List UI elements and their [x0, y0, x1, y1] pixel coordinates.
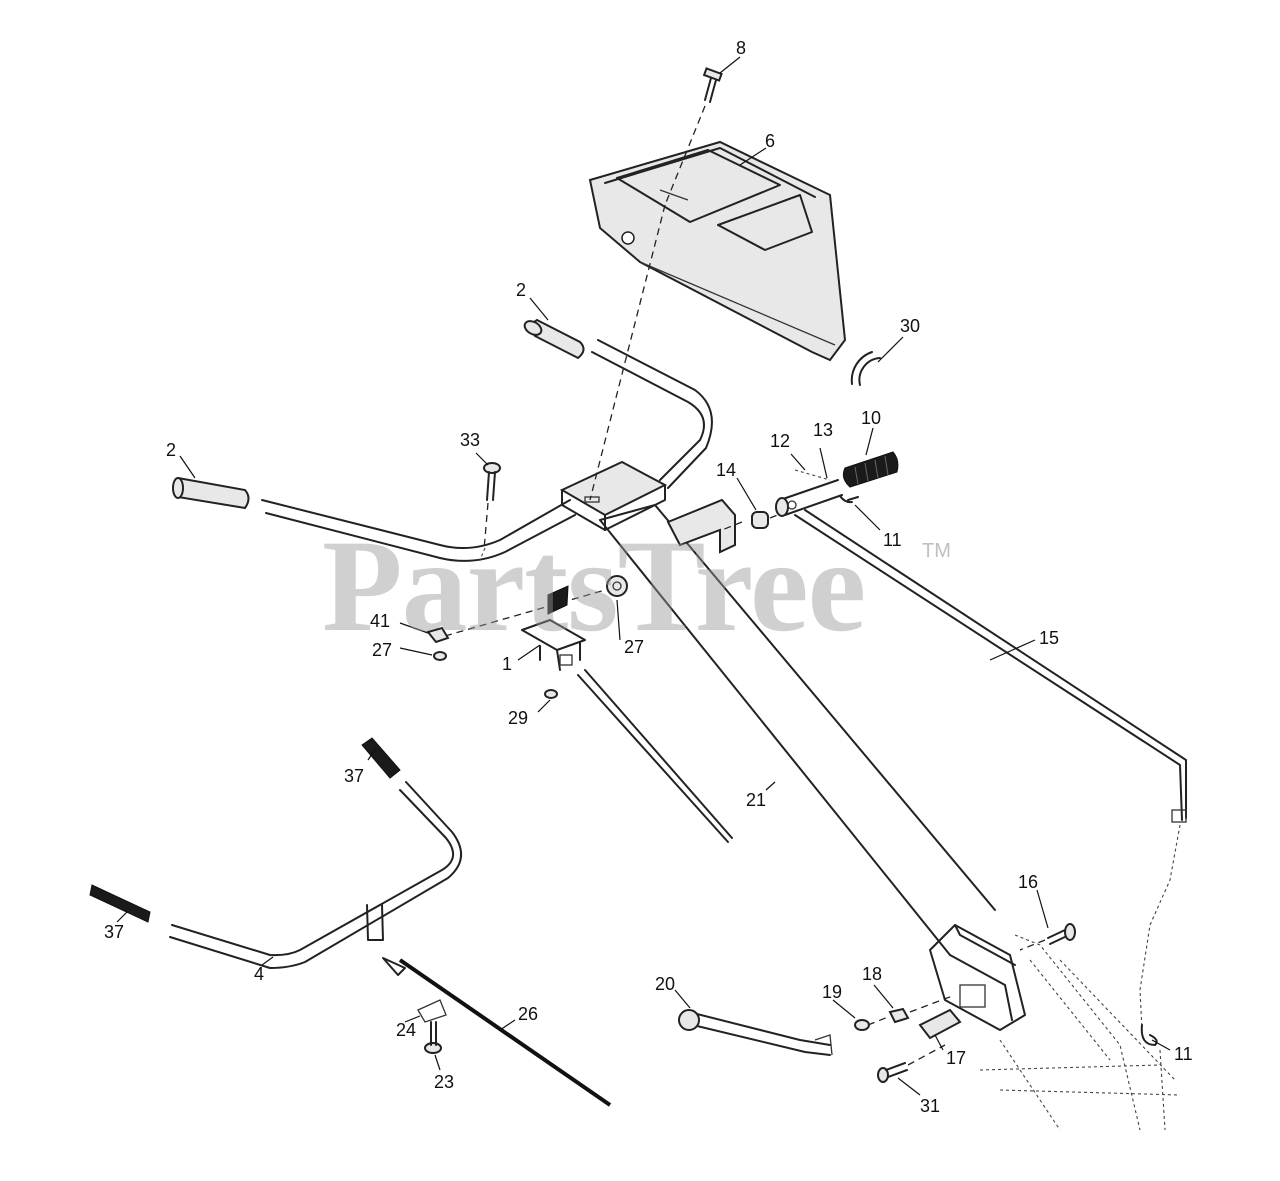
- handle-tube-21: [599, 504, 996, 956]
- callout-31: 31: [920, 1096, 940, 1116]
- cable-26: [398, 958, 612, 1107]
- pin-11-lower: [1140, 1024, 1158, 1046]
- callout-29: 29: [508, 708, 528, 728]
- pin-11-upper: [839, 495, 859, 504]
- grip-2-lower: [172, 476, 250, 510]
- bolt-16: [1047, 923, 1076, 945]
- leader-lines: [116, 56, 1171, 1096]
- callout-26: 26: [518, 1004, 538, 1024]
- nut-27-left: [433, 651, 447, 661]
- callout-24: 24: [396, 1020, 416, 1040]
- mount-bracket: [666, 498, 736, 554]
- grip-37-upper: [361, 737, 401, 779]
- bolt-23: [424, 1021, 442, 1054]
- callout-12: 12: [770, 431, 790, 451]
- pivot-bracket: [929, 924, 1026, 1031]
- bracket-1: [521, 585, 586, 671]
- callout-11: 11: [1174, 1044, 1193, 1064]
- bolt-31: [877, 1062, 908, 1083]
- clip-30: [858, 357, 881, 386]
- grip-10: [842, 451, 899, 488]
- handlebar: [261, 339, 713, 562]
- callout-2: 2: [516, 280, 526, 300]
- callout-11: 11: [883, 530, 902, 550]
- callout-16: 16: [1018, 872, 1038, 892]
- callout-27: 27: [372, 640, 392, 660]
- tiller-frame-ghost: [979, 824, 1181, 1131]
- callout-19: 19: [822, 982, 842, 1002]
- callout-37: 37: [104, 922, 124, 942]
- lever-20: [678, 1009, 833, 1056]
- spacer-14: [751, 511, 769, 529]
- watermark-logo: PartsTree: [322, 512, 866, 659]
- control-panel-cover: [588, 140, 847, 362]
- grip-2-upper: [523, 318, 585, 360]
- callout-13: 13: [813, 420, 833, 440]
- callout-23: 23: [434, 1072, 454, 1092]
- bolt-8: [702, 67, 723, 103]
- callout-14: 14: [716, 460, 736, 480]
- callout-21: 21: [746, 790, 766, 810]
- callout-18: 18: [862, 964, 882, 984]
- callout-33: 33: [460, 430, 480, 450]
- callout-labels: 8 6 30 2 2 33 10 12 13 14 11 15 41 27 27…: [104, 38, 1193, 1116]
- washer-19: [854, 1019, 870, 1031]
- handle-bracket: [559, 460, 668, 531]
- callout-10: 10: [861, 408, 881, 428]
- lever-13: [775, 479, 843, 517]
- bolt-33: [483, 462, 501, 501]
- watermark-trademark: TM: [922, 540, 951, 562]
- callout-20: 20: [655, 974, 675, 994]
- callout-6: 6: [765, 131, 775, 151]
- nut-29: [544, 689, 558, 699]
- callout-4: 4: [254, 964, 264, 984]
- control-rod: [577, 674, 729, 843]
- nut-27-right: [606, 575, 628, 597]
- bracket-17: [918, 1008, 962, 1040]
- clip-24: [417, 999, 447, 1023]
- callout-27: 27: [624, 637, 644, 657]
- callout-8: 8: [736, 38, 746, 58]
- callout-1: 1: [502, 654, 512, 674]
- callout-17: 17: [946, 1048, 966, 1068]
- callout-2: 2: [166, 440, 176, 460]
- grip-37-lower: [89, 884, 151, 923]
- callout-41: 41: [370, 611, 390, 631]
- callout-37: 37: [344, 766, 364, 786]
- callout-15: 15: [1039, 628, 1059, 648]
- callout-30: 30: [900, 316, 920, 336]
- pin-12: [794, 469, 831, 481]
- rod-15: [794, 509, 1187, 823]
- lower-handle-4: [169, 781, 462, 969]
- nut-18: [888, 1007, 910, 1024]
- nut-41: [426, 626, 450, 644]
